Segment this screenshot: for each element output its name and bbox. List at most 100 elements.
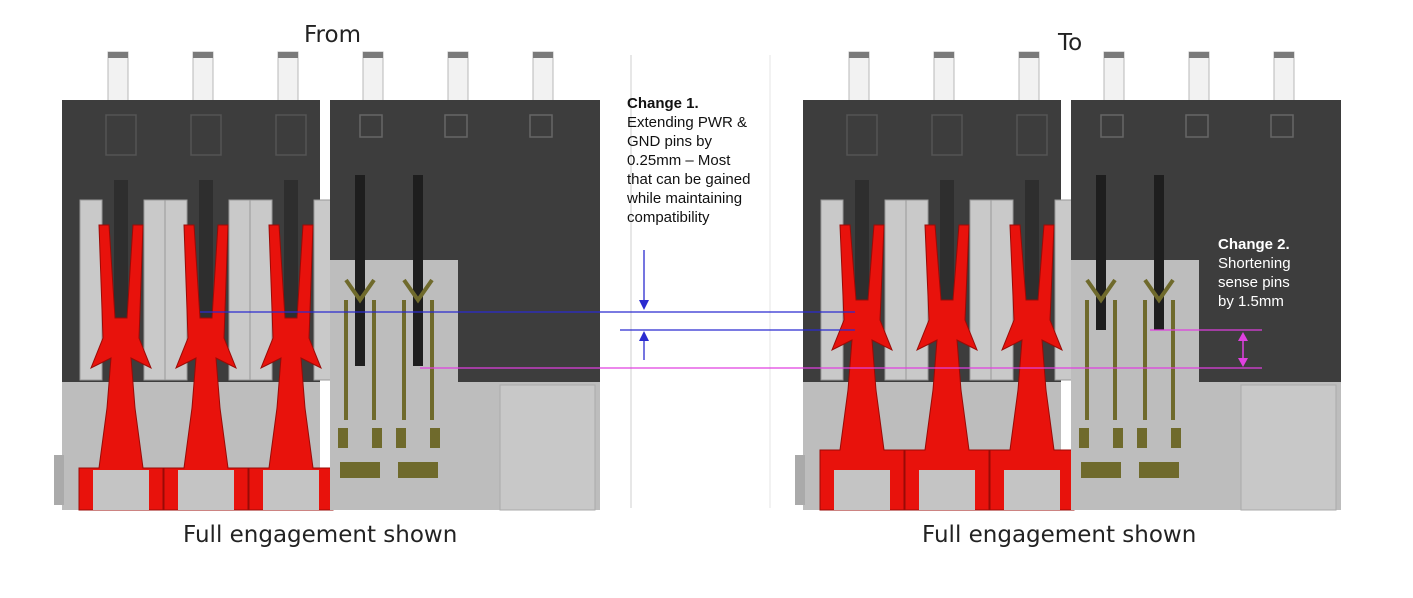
top-pin <box>848 51 870 103</box>
power-blade <box>284 180 298 338</box>
top-pin-cap <box>849 52 869 58</box>
sense-pin-foot <box>338 428 348 448</box>
top-pin <box>192 51 214 103</box>
sense-pin-foot <box>372 428 382 448</box>
housing-outline <box>846 114 878 156</box>
arrow-head <box>1238 332 1248 341</box>
sense-pin-base <box>1081 462 1121 478</box>
power-blade <box>1025 180 1039 320</box>
housing-outline <box>529 114 553 138</box>
sense-pin-foot <box>1113 428 1123 448</box>
arrow-head <box>1238 358 1248 367</box>
sense-pin-base <box>398 462 438 478</box>
housing-outline <box>1016 114 1048 156</box>
sense-blade <box>1154 175 1164 330</box>
sense-pin-foot <box>1171 428 1181 448</box>
power-pin <box>163 224 249 511</box>
top-pin-cap <box>363 52 383 58</box>
housing-outline <box>1100 114 1124 138</box>
arrow-head <box>639 300 649 310</box>
from-label: From <box>304 22 361 48</box>
housing-block <box>1240 384 1337 511</box>
sense-pin-fork <box>1143 278 1175 304</box>
change-2-line: sense pins <box>1218 274 1290 291</box>
top-pin-cap <box>1019 52 1039 58</box>
top-pin <box>1273 51 1295 103</box>
slot <box>143 199 167 381</box>
sense-blade <box>413 175 423 366</box>
top-pin-cap <box>108 52 128 58</box>
top-pin <box>1188 51 1210 103</box>
top-pin-cap <box>1274 52 1294 58</box>
top-pin <box>107 51 129 103</box>
top-pin-cap <box>934 52 954 58</box>
caption-left: Full engagement shown <box>183 522 458 548</box>
sense-pin-arm <box>402 300 434 420</box>
change-1-line: that can be gained <box>627 171 751 188</box>
pin-foot <box>178 470 234 510</box>
power-blade <box>940 180 954 320</box>
caption-right: Full engagement shown <box>922 522 1197 548</box>
sense-pin-foot <box>430 428 440 448</box>
top-pin-cap <box>193 52 213 58</box>
power-blade <box>199 180 213 338</box>
change-1-line: while maintaining <box>627 190 743 207</box>
sense-pin-foot <box>1137 428 1147 448</box>
sense-pin-fork <box>1085 278 1117 304</box>
top-pin-cap <box>533 52 553 58</box>
pin-foot <box>93 470 149 510</box>
sense-pin-foot <box>396 428 406 448</box>
sense-pin-fork <box>402 278 434 304</box>
power-blade <box>114 180 128 338</box>
change-2-title: Change 2. <box>1218 236 1290 253</box>
change-2-note: Change 2. Shortening sense pins by 1.5mm <box>1218 235 1291 311</box>
housing-outline <box>105 114 137 156</box>
sense-pin-arm <box>1143 300 1175 420</box>
housing-block <box>499 384 596 511</box>
sense-housing-top <box>1071 100 1341 382</box>
top-pin <box>532 51 554 103</box>
change-1-line: compatibility <box>627 209 710 226</box>
to-connector <box>795 51 1341 511</box>
side-tab <box>54 455 64 505</box>
change-1-line: GND pins by <box>627 133 713 150</box>
sense-pin-fork <box>344 278 376 304</box>
top-pin <box>1103 51 1125 103</box>
slot <box>884 199 908 381</box>
top-pin-cap <box>1189 52 1209 58</box>
top-pin-cap <box>448 52 468 58</box>
top-pin <box>447 51 469 103</box>
annotation-lines <box>200 55 1262 508</box>
change-1-note: Change 1. Extending PWR & GND pins by 0.… <box>627 94 750 227</box>
housing-outline <box>190 114 222 156</box>
sense-pin-base <box>1139 462 1179 478</box>
power-blade <box>855 180 869 320</box>
change-2-line: by 1.5mm <box>1218 293 1284 310</box>
sense-pin-base <box>340 462 380 478</box>
to-label: To <box>1058 30 1083 56</box>
pin-foot <box>1004 470 1060 510</box>
top-pin <box>362 51 384 103</box>
side-tab <box>795 455 805 505</box>
from-connector <box>54 51 600 511</box>
pin-foot <box>263 470 319 510</box>
top-pin <box>933 51 955 103</box>
change-1-title: Change 1. <box>627 95 699 112</box>
power-pin <box>248 224 334 511</box>
sense-pin-arm <box>344 300 376 420</box>
housing-outline <box>1270 114 1294 138</box>
slot <box>969 199 993 381</box>
housing-outline <box>1185 114 1209 138</box>
change-1-line: 0.25mm – Most <box>627 152 731 169</box>
housing-outline <box>275 114 307 156</box>
sense-pin-arm <box>1085 300 1117 420</box>
pin-foot <box>834 470 890 510</box>
change-1-line: Extending PWR & <box>627 114 748 131</box>
sense-blade <box>1096 175 1106 330</box>
change-2-line: Shortening <box>1218 255 1291 272</box>
housing-outline <box>444 114 468 138</box>
arrow-head <box>639 331 649 341</box>
top-pin-cap <box>278 52 298 58</box>
top-pin-cap <box>1104 52 1124 58</box>
